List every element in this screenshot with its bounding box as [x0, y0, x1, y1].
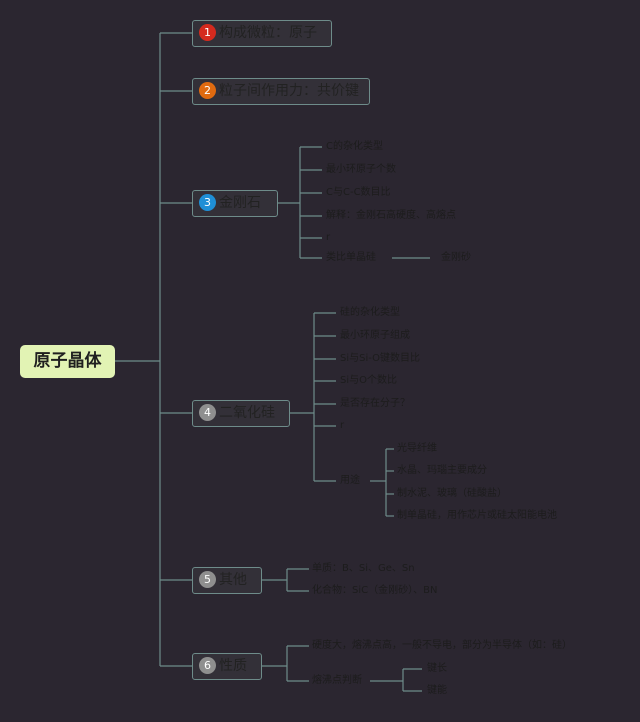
leaf-diamond-min-ring[interactable]: 最小环原子个数: [326, 164, 396, 175]
leaf-others-elements[interactable]: 单质：B、Si、Ge、Sn: [312, 563, 415, 574]
leaf-silica-uses[interactable]: 用途: [340, 475, 360, 486]
leaf-use-chip[interactable]: 制单晶硅，用作芯片或硅太阳能电池: [397, 510, 557, 521]
leaf-diamond-explain[interactable]: 解释：金刚石高硬度、高熔点: [326, 210, 456, 221]
leaf-silica-atom-ratio[interactable]: Si与O个数比: [340, 375, 397, 386]
badge-4-icon: 4: [199, 403, 216, 421]
leaf-diamond-carborundum[interactable]: 金刚砂: [441, 252, 471, 263]
branch-label: 粒子间作用力：共价键: [219, 83, 359, 99]
leaf-use-cement[interactable]: 制水泥、玻璃（硅酸盐）: [397, 488, 507, 499]
badge-6-icon: 6: [199, 656, 216, 674]
branch-label: 二氧化硅: [219, 405, 275, 421]
leaf-use-crystal[interactable]: 水晶、玛瑙主要成分: [397, 465, 487, 476]
badge-1-icon: 1: [199, 23, 216, 41]
leaf-others-compounds[interactable]: 化合物：SiC（金刚砂）、BN: [312, 585, 438, 596]
leaf-props-melting[interactable]: 熔沸点判断: [312, 675, 362, 686]
leaf-props-bond-length[interactable]: 键长: [427, 663, 447, 674]
leaf-diamond-analogy[interactable]: 类比单晶硅: [326, 252, 376, 263]
badge-5-icon: 5: [199, 570, 216, 588]
branch-label: 其他: [219, 572, 247, 588]
leaf-use-fiber[interactable]: 光导纤维: [397, 443, 437, 454]
leaf-diamond-hybridization[interactable]: C的杂化类型: [326, 141, 383, 152]
leaf-silica-hybridization[interactable]: 硅的杂化类型: [340, 307, 400, 318]
badge-3-icon: 3: [199, 193, 216, 211]
leaf-silica-r[interactable]: r: [340, 420, 345, 431]
leaf-silica-bond-ratio[interactable]: Si与Si-O键数目比: [340, 353, 421, 364]
leaf-props-bond-energy[interactable]: 键能: [427, 685, 447, 696]
leaf-silica-molecule[interactable]: 是否存在分子？: [340, 398, 410, 409]
badge-2-icon: 2: [199, 81, 216, 99]
branch-label: 构成微粒：原子: [219, 25, 317, 41]
branch-label: 金刚石: [219, 195, 261, 211]
leaf-diamond-ratio[interactable]: C与C-C数目比: [326, 187, 391, 198]
branch-label: 性质: [219, 658, 247, 674]
root-node[interactable]: 原子晶体: [20, 345, 115, 378]
leaf-silica-min-ring[interactable]: 最小环原子组成: [340, 330, 410, 341]
leaf-diamond-r[interactable]: r: [326, 232, 331, 243]
leaf-props-general[interactable]: 硬度大，熔沸点高，一般不导电，部分为半导体（如：硅）: [312, 640, 572, 651]
